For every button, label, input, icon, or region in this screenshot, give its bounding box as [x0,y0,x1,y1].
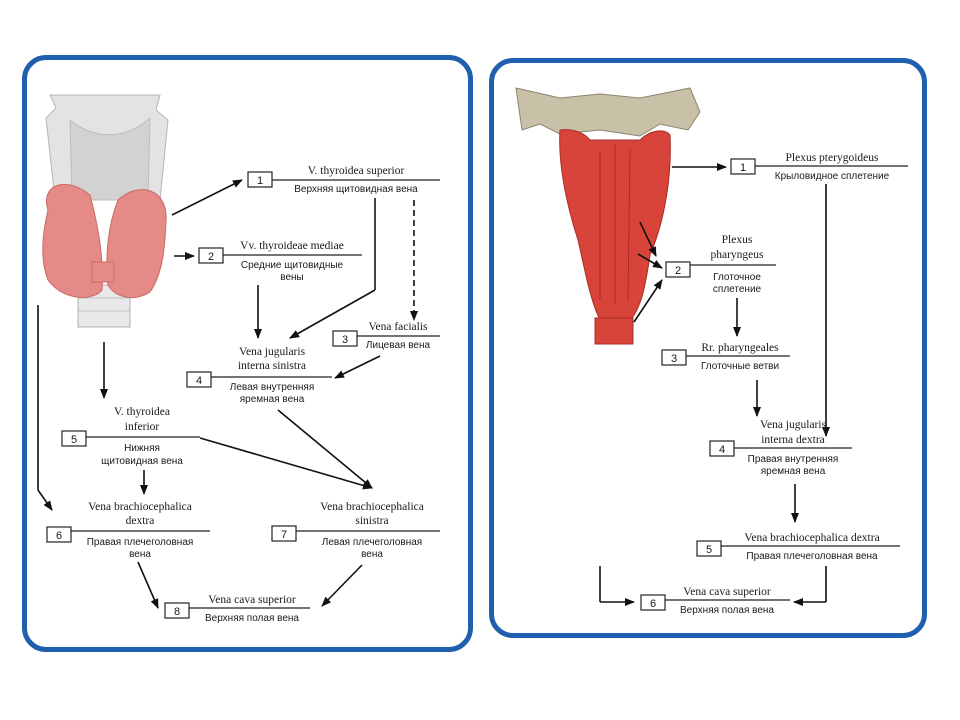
left-node-1: 1 V. thyroidea superior Верхняя щитовидн… [247,165,440,195]
svg-text:вены: вены [280,272,303,283]
svg-text:Левая плечеголовная: Левая плечеголовная [322,537,422,548]
svg-text:Правая плечеголовная вена: Правая плечеголовная вена [746,551,878,562]
svg-text:Vena cava superior: Vena cava superior [208,594,296,606]
svg-text:4: 4 [196,375,202,387]
svg-text:Vena cava superior: Vena cava superior [683,586,771,598]
svg-text:яремная вена: яремная вена [240,394,305,405]
svg-text:вена: вена [361,549,383,560]
svg-text:Vena facialis: Vena facialis [368,321,428,333]
svg-text:Лицевая вена: Лицевая вена [366,340,431,351]
svg-text:inferior: inferior [125,421,160,433]
svg-text:4: 4 [719,444,725,456]
svg-text:Крыловидное сплетение: Крыловидное сплетение [775,171,890,182]
svg-text:2: 2 [208,251,214,263]
svg-text:Левая внутренняя: Левая внутренняя [230,382,315,393]
svg-text:Plexus pterygoideus: Plexus pterygoideus [786,152,879,164]
svg-text:5: 5 [706,544,712,556]
svg-text:7: 7 [281,529,287,541]
svg-text:Vena brachiocephalica: Vena brachiocephalica [320,501,424,513]
right-node-4: Vena jugularis interna dextra 4 Правая в… [709,419,852,477]
svg-text:V. thyroidea: V. thyroidea [114,406,170,418]
svg-text:5: 5 [71,434,77,446]
svg-text:Vv. thyroideae mediae: Vv. thyroideae mediae [240,240,344,252]
svg-text:pharyngeus: pharyngeus [710,249,764,261]
svg-text:sinistra: sinistra [355,515,388,527]
right-node-2: Plexus pharyngeus 2 Глоточное сплетение [665,234,776,295]
left-node-6: Vena brachiocephalica dextra 6 Правая пл… [46,501,210,560]
svg-text:dextra: dextra [126,515,155,527]
left-node-8: 8 Vena cava superior Верхняя полая вена [164,594,310,624]
svg-text:Средние щитовидные: Средние щитовидные [241,260,344,271]
svg-text:1: 1 [740,162,746,174]
svg-text:6: 6 [56,530,62,542]
right-node-5: 5 Vena brachiocephalica dextra Правая пл… [696,532,900,562]
svg-text:2: 2 [675,265,681,277]
svg-text:вена: вена [129,549,151,560]
svg-text:Глоточные ветви: Глоточные ветви [701,361,779,372]
svg-text:Верхняя щитовидная вена: Верхняя щитовидная вена [294,184,418,195]
svg-text:Правая плечеголовная: Правая плечеголовная [87,537,194,548]
thyroid-illustration [42,94,169,328]
svg-text:interna dextra: interna dextra [761,434,825,446]
right-node-6: 6 Vena cava superior Верхняя полая вена [640,586,790,616]
pharynx-illustration [515,87,701,345]
svg-text:8: 8 [174,606,180,618]
svg-text:3: 3 [671,353,677,365]
svg-text:interna sinistra: interna sinistra [238,360,306,372]
svg-text:Vena brachiocephalica dextra: Vena brachiocephalica dextra [744,532,879,544]
left-node-5: V. thyroidea inferior 5 Нижняя щитовидна… [61,406,200,467]
right-node-1: 1 Plexus pterygoideus Крыловидное сплете… [730,152,908,182]
svg-text:V. thyroidea superior: V. thyroidea superior [308,165,405,177]
svg-text:6: 6 [650,598,656,610]
svg-text:1: 1 [257,175,263,187]
svg-text:Верхняя полая вена: Верхняя полая вена [205,613,299,624]
svg-text:Vena brachiocephalica: Vena brachiocephalica [88,501,192,513]
svg-text:яремная вена: яремная вена [761,466,826,477]
svg-text:Plexus: Plexus [722,234,753,246]
svg-text:Vena jugularis: Vena jugularis [760,419,827,431]
left-node-3: 3 Vena facialis Лицевая вена [332,321,440,351]
svg-text:Rr. pharyngeales: Rr. pharyngeales [701,342,779,354]
svg-text:Правая внутренняя: Правая внутренняя [748,454,839,465]
svg-text:Глоточное: Глоточное [713,272,761,283]
svg-text:Нижняя: Нижняя [124,443,160,454]
left-node-2: 2 Vv. thyroideae mediae Средние щитовидн… [198,240,362,283]
svg-text:щитовидная вена: щитовидная вена [101,456,183,467]
svg-text:сплетение: сплетение [713,284,762,295]
svg-text:Vena jugularis: Vena jugularis [239,346,306,358]
left-node-7: Vena brachiocephalica sinistra 7 Левая п… [271,501,440,560]
svg-text:Верхняя полая вена: Верхняя полая вена [680,605,774,616]
left-node-4: Vena jugularis interna sinistra 4 Левая … [186,346,332,405]
right-node-3: 3 Rr. pharyngeales Глоточные ветви [661,342,790,372]
svg-text:3: 3 [342,334,348,346]
